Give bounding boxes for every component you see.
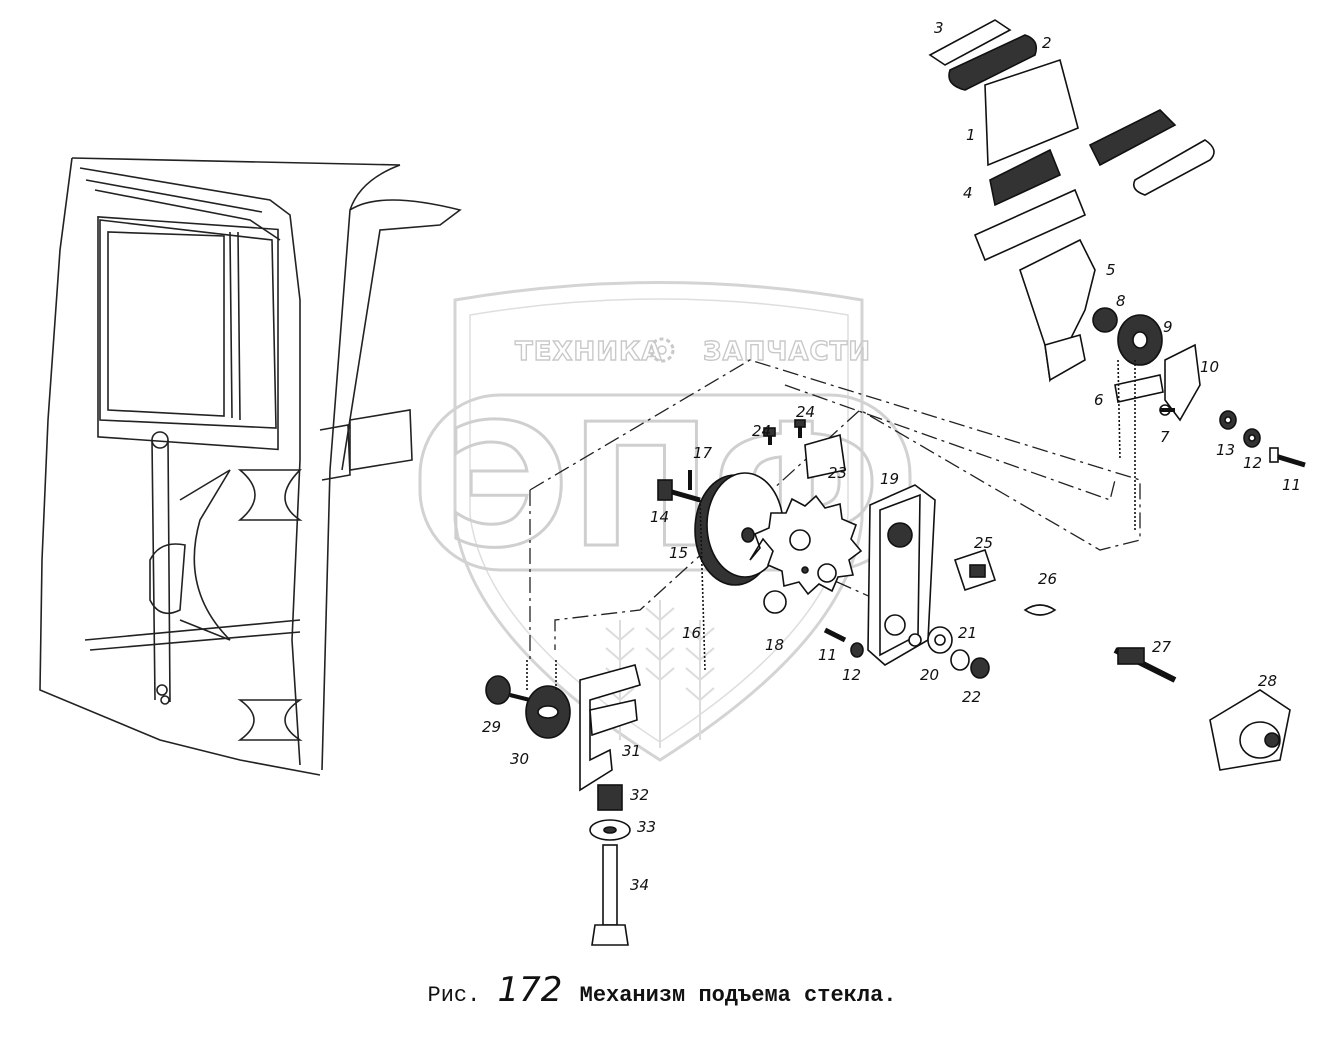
- callout-9: 9: [1163, 318, 1173, 336]
- callout-24-right: 24: [796, 403, 815, 421]
- parts-20-22: [823, 626, 990, 679]
- bracket-5: [1019, 238, 1096, 383]
- caption-figure-number: 172: [497, 970, 563, 1010]
- plate-19: [867, 484, 936, 666]
- cab-door-illustration: [39, 157, 462, 776]
- callout-24-left: 24: [752, 422, 771, 440]
- callout-7: 7: [1160, 428, 1170, 446]
- caption-prefix: Рис.: [427, 983, 481, 1008]
- gear-icon: [649, 337, 675, 363]
- callout-28: 28: [1258, 672, 1277, 690]
- drum-15: [657, 470, 784, 671]
- callout-25: 25: [974, 534, 993, 552]
- callout-12-center: 12: [842, 666, 861, 684]
- watermark-left-word: ТЕХНИКА: [515, 337, 662, 367]
- assembly-dash-lines: [529, 359, 1141, 660]
- callout-34: 34: [630, 876, 649, 894]
- callout-33: 33: [637, 818, 656, 836]
- callout-21: 21: [958, 624, 977, 642]
- caption-title: Механизм подъема стекла.: [579, 983, 897, 1008]
- callout-31: 31: [622, 742, 641, 760]
- callout-3: 3: [934, 19, 944, 37]
- callout-19: 19: [880, 470, 899, 488]
- callout-5: 5: [1106, 261, 1116, 279]
- callout-12-right: 12: [1243, 454, 1262, 472]
- callout-14: 14: [650, 508, 669, 526]
- callout-30: 30: [510, 750, 529, 768]
- callout-29: 29: [482, 718, 501, 736]
- pulley-9-and-bracket: [1092, 307, 1201, 530]
- callout-16: 16: [682, 624, 701, 642]
- callout-18: 18: [765, 636, 784, 654]
- callout-27: 27: [1152, 638, 1172, 656]
- callout-6: 6: [1094, 391, 1104, 409]
- callout-26: 26: [1038, 570, 1057, 588]
- window-seals: [928, 19, 1215, 262]
- callout-22: 22: [962, 688, 981, 706]
- callout-11-right: 11: [1282, 476, 1301, 494]
- callout-11-center: 11: [818, 646, 837, 664]
- parts-23-24: [763, 419, 846, 479]
- callout-2: 2: [1042, 34, 1052, 52]
- sprocket-18: [749, 494, 863, 614]
- parts-29-34: [485, 660, 641, 946]
- callout-15: 15: [669, 544, 688, 562]
- callout-17: 17: [693, 444, 713, 462]
- callout-labels: 1 2 3 4 5 6 7 8 9 10 11 11 12 12 13 14 1…: [482, 19, 1301, 894]
- callout-4: 4: [963, 184, 973, 202]
- callout-13: 13: [1216, 441, 1235, 459]
- callout-32: 32: [630, 786, 649, 804]
- parts-25-28: [953, 548, 1291, 771]
- callout-23: 23: [828, 464, 847, 482]
- callout-1: 1: [966, 126, 976, 144]
- figure-caption: Рис. 172 Механизм подъема стекла.: [0, 970, 1324, 1010]
- callout-8: 8: [1116, 292, 1126, 310]
- callout-20: 20: [920, 666, 939, 684]
- callout-10: 10: [1200, 358, 1219, 376]
- watermark-right-word: ЗАПЧАСТИ: [703, 337, 871, 367]
- fasteners-right: [1219, 410, 1306, 468]
